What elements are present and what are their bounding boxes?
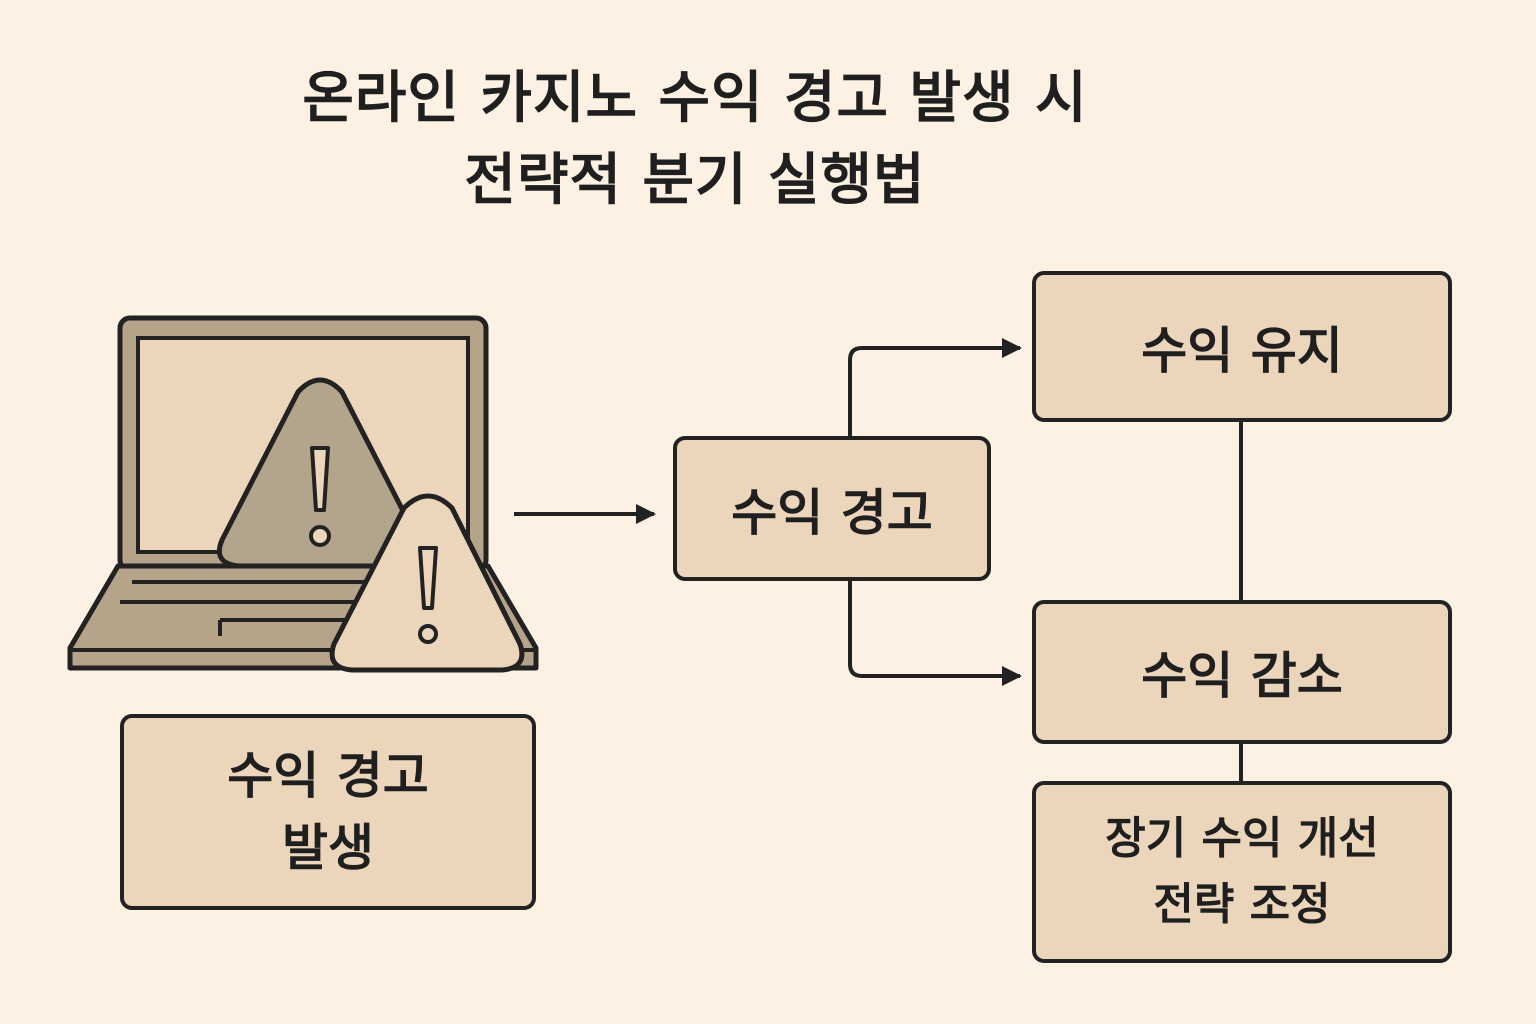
node-alert: 수익 경고 [673,436,991,581]
node-maintain: 수익 유지 [1032,271,1452,422]
arrow-alert-to-maintain [848,338,1022,436]
warning-triangle-icon [216,377,424,569]
node-alert-occurred: 수익 경고 발생 [120,714,536,910]
page-title: 온라인 카지노 수익 경고 발생 시 전략적 분기 실행법 [190,58,1200,222]
node-strategy: 장기 수익 개선 전략 조정 [1032,781,1452,963]
node-strategy-line-2: 전략 조정 [1153,879,1331,930]
node-decrease-label: 수익 감소 [1141,647,1343,705]
node-decrease: 수익 감소 [1032,600,1452,744]
node-strategy-line-1: 장기 수익 개선 [1105,813,1379,864]
title-line-1: 온라인 카지노 수익 경고 발생 시 [302,66,1088,131]
warning-triangle-icon-small [329,493,525,673]
arrow-alert-to-decrease [848,581,1022,686]
node-alert-occurred-line-2: 발생 [282,819,374,877]
node-alert-label: 수익 경고 [731,483,933,542]
node-alert-occurred-line-1: 수익 경고 [227,747,429,805]
title-line-2: 전략적 분기 실행법 [464,148,926,213]
node-maintain-label: 수익 유지 [1141,321,1343,380]
